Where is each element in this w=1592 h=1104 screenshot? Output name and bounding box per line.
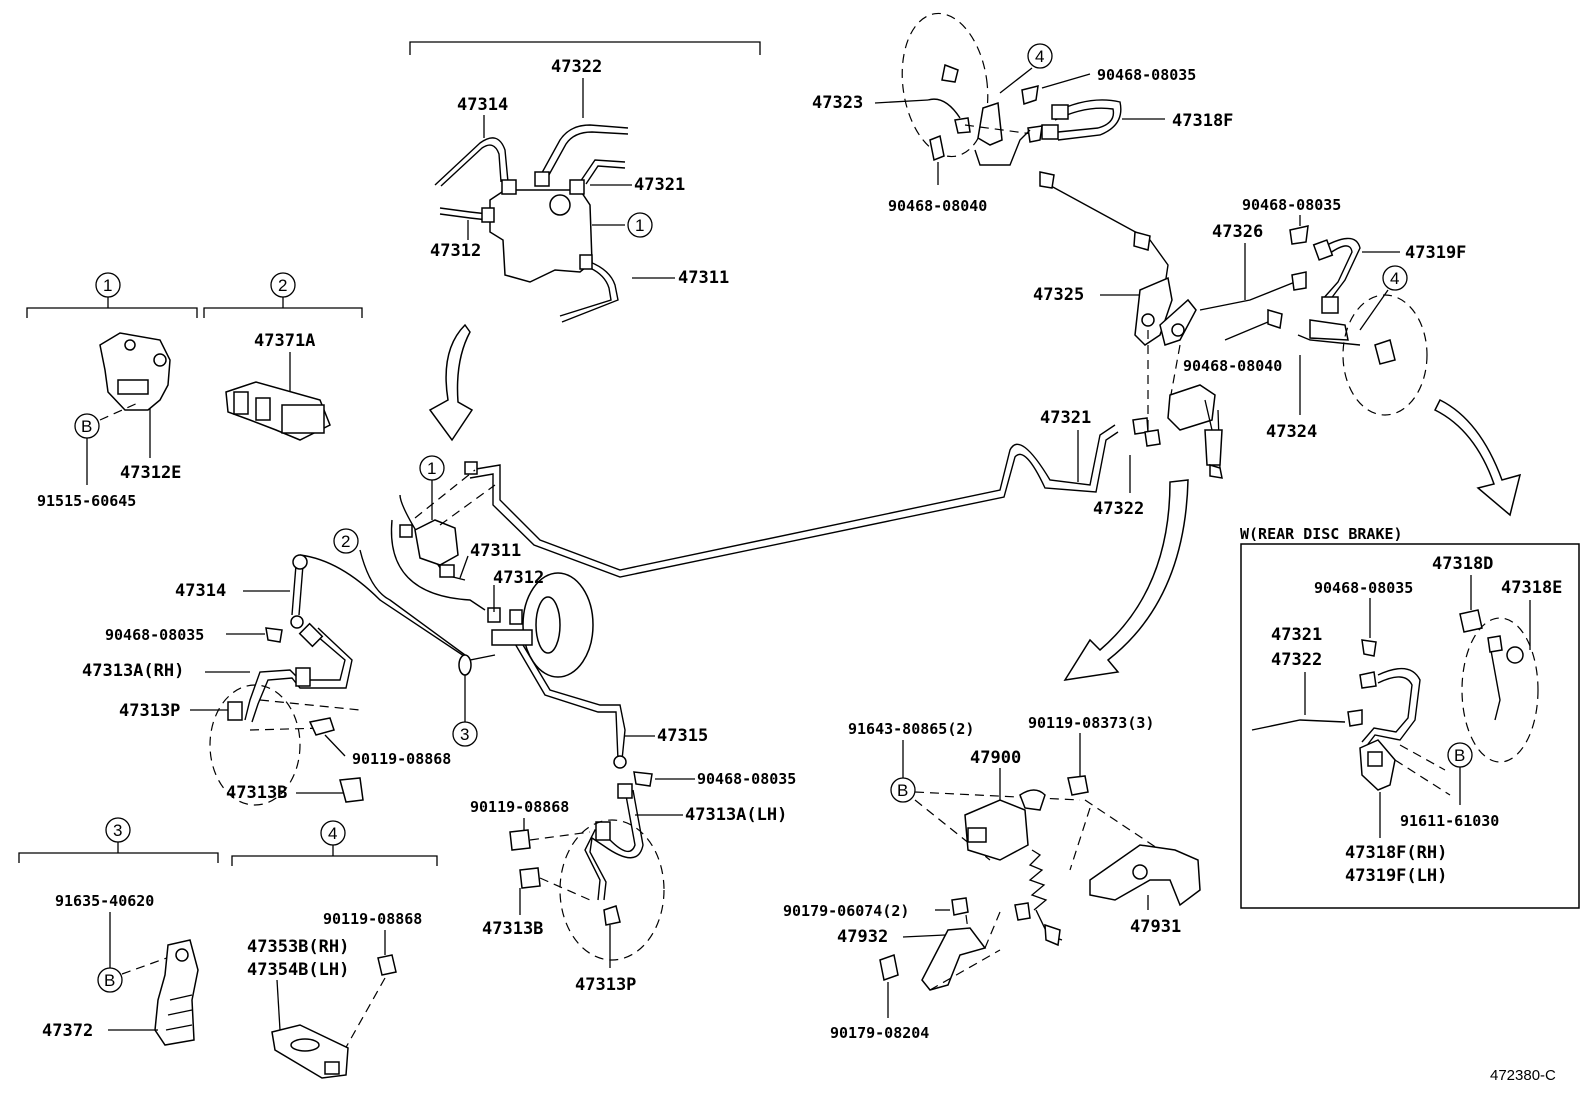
label-90179-06074: 90179-06074(2) — [783, 902, 909, 920]
callout-B-box: B — [1454, 746, 1465, 765]
label-90119-08868-left: 90119-08868 — [352, 750, 451, 768]
label-90119-08373: 90119-08373(3) — [1028, 714, 1154, 732]
label-47315: 47315 — [657, 726, 708, 746]
label-47314-mid: 47314 — [175, 581, 226, 601]
label-90468-08035-center: 90468-08035 — [697, 770, 796, 788]
callout-2-inset: 2 — [278, 276, 287, 295]
label-47318E: 47318E — [1501, 578, 1562, 598]
label-47313B-left: 47313B — [226, 783, 287, 803]
front-brake-lines: 1 2 3 47311 47312 47314 90468-08035 4731… — [82, 323, 1119, 995]
label-47322-right: 47322 — [1093, 499, 1144, 519]
label-47313A-LH: 47313A(LH) — [685, 805, 787, 825]
label-47312-top: 47312 — [430, 241, 481, 261]
inset-3-4: 3 4 91635-40620 B 47372 90119-08868 4735… — [18, 817, 438, 1079]
label-47314-top: 47314 — [457, 95, 508, 115]
label-90468-08040-right: 90468-08040 — [1183, 357, 1282, 375]
label-47354B-LH: 47354B(LH) — [247, 960, 349, 980]
label-47313B-center: 47313B — [482, 919, 543, 939]
label-90468-08035-right: 90468-08035 — [1242, 196, 1341, 214]
rear-brake-lines-top: 47323 4 90468-08035 47318F 90468-08040 4… — [812, 12, 1522, 681]
label-47326: 47326 — [1212, 222, 1263, 242]
label-90119-08868-bottom: 90119-08868 — [323, 910, 422, 928]
inset-1-2: 1 2 B 91515-60645 47312E 47371A — [26, 272, 363, 510]
callout-B-inset1: B — [81, 417, 92, 436]
load-sensing-valve: 91643-80865(2) B 90119-08373(3) 47900 47… — [783, 714, 1201, 1042]
label-47900: 47900 — [970, 748, 1021, 768]
label-47322-box: 47322 — [1271, 650, 1322, 670]
label-47312E: 47312E — [120, 463, 181, 483]
label-47312-mid: 47312 — [493, 568, 544, 588]
callout-4-right: 4 — [1390, 269, 1399, 288]
callout-2-front: 2 — [341, 532, 350, 551]
label-47313A-RH: 47313A(RH) — [82, 661, 184, 681]
label-47322-top: 47322 — [551, 57, 602, 77]
label-47313P-center: 47313P — [575, 975, 636, 995]
label-47318F-RH: 47318F(RH) — [1345, 843, 1447, 863]
label-47325: 47325 — [1033, 285, 1084, 305]
label-47321-top: 47321 — [634, 175, 685, 195]
box-title: W(REAR DISC BRAKE) — [1240, 525, 1403, 543]
callout-4-inset: 4 — [328, 824, 337, 843]
label-47353B-RH: 47353B(RH) — [247, 937, 349, 957]
label-47372: 47372 — [42, 1021, 93, 1041]
label-47318D: 47318D — [1432, 554, 1493, 574]
label-90468-08035-topright: 90468-08035 — [1097, 66, 1196, 84]
callout-3-inset: 3 — [113, 821, 122, 840]
callout-1-front: 1 — [427, 459, 436, 478]
label-47319F-LH: 47319F(LH) — [1345, 866, 1447, 886]
callout-3-front: 3 — [460, 725, 469, 744]
label-90468-08035-box: 90468-08035 — [1314, 579, 1413, 597]
label-47311-mid: 47311 — [470, 541, 521, 561]
label-47324: 47324 — [1266, 422, 1317, 442]
callout-B-lsv: B — [897, 781, 908, 800]
label-47321-box: 47321 — [1271, 625, 1322, 645]
callout-4-top: 4 — [1035, 47, 1044, 66]
label-47932: 47932 — [837, 927, 888, 947]
label-47323: 47323 — [812, 93, 863, 113]
label-91643-80865: 91643-80865(2) — [848, 720, 974, 738]
label-47319F: 47319F — [1405, 243, 1466, 263]
label-91611-61030: 91611-61030 — [1400, 812, 1499, 830]
label-90468-08040-top: 90468-08040 — [888, 197, 987, 215]
callout-1-top: 1 — [635, 216, 644, 235]
diagram-reference-code: 472380-C — [1490, 1067, 1556, 1084]
label-47321-right: 47321 — [1040, 408, 1091, 428]
rear-disc-brake-box: W(REAR DISC BRAKE) 47318D 90468-08035 47… — [1240, 525, 1580, 909]
label-91515-60645: 91515-60645 — [37, 492, 136, 510]
top-valve-assembly: 47322 47314 47321 47312 47311 1 — [409, 41, 761, 323]
label-90119-08868-center: 90119-08868 — [470, 798, 569, 816]
label-47311-top: 47311 — [678, 268, 729, 288]
label-47371A: 47371A — [254, 331, 315, 351]
callout-B-inset3: B — [104, 971, 115, 990]
label-47313P-left: 47313P — [119, 701, 180, 721]
label-47318F-topright: 47318F — [1172, 111, 1233, 131]
callout-1-inset: 1 — [103, 276, 112, 295]
label-47931: 47931 — [1130, 917, 1181, 937]
label-90468-08035-left: 90468-08035 — [105, 626, 204, 644]
label-91635-40620: 91635-40620 — [55, 892, 154, 910]
label-90179-08204: 90179-08204 — [830, 1024, 929, 1042]
